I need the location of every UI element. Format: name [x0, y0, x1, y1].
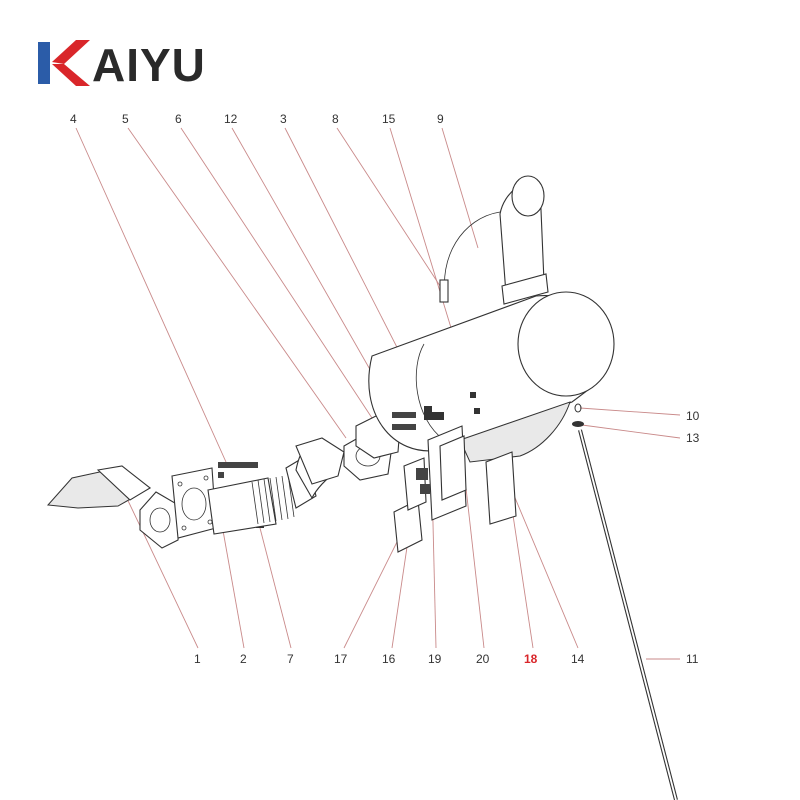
part-brackets — [393, 425, 517, 553]
callout-10: 10 — [686, 409, 700, 423]
logo-k-mark — [38, 40, 90, 86]
callout-14: 14 — [571, 652, 585, 666]
logo-wordmark: AIYU — [92, 39, 206, 91]
callout-3: 3 — [280, 112, 287, 126]
callout-20: 20 — [476, 652, 490, 666]
callout-1: 1 — [194, 652, 201, 666]
brand-logo: AIYU — [38, 39, 206, 91]
callout-13: 13 — [686, 431, 700, 445]
part-flex-pipe — [207, 455, 317, 535]
part-inlet-spout — [46, 465, 151, 509]
part-rod — [578, 429, 678, 800]
callout-18-highlighted: 18 — [524, 652, 538, 666]
callout-8: 8 — [332, 112, 339, 126]
part-tail-pipe — [499, 175, 549, 305]
part-gasket — [139, 491, 181, 549]
callout-16: 16 — [382, 652, 396, 666]
callout-15: 15 — [382, 112, 396, 126]
callout-4: 4 — [70, 112, 77, 126]
part-elbow-pipe — [295, 437, 345, 500]
part-inlet-flange — [343, 413, 401, 481]
part-clamp-bolts — [392, 392, 480, 430]
callout-2: 2 — [240, 652, 247, 666]
callout-9: 9 — [437, 112, 444, 126]
callout-6: 6 — [175, 112, 182, 126]
part-muffler — [368, 291, 615, 463]
callout-19: 19 — [428, 652, 442, 666]
callout-12: 12 — [224, 112, 238, 126]
callout-17: 17 — [334, 652, 348, 666]
callout-11: 11 — [686, 652, 699, 666]
part-strap — [439, 211, 501, 303]
parts-drawing — [46, 175, 678, 800]
callout-7: 7 — [287, 652, 294, 666]
callout-5: 5 — [122, 112, 129, 126]
callout-numbers: 4 5 6 12 3 8 15 9 10 13 1 2 7 17 16 19 2… — [70, 112, 700, 666]
leader-lines — [75, 127, 681, 660]
part-rings — [572, 403, 584, 427]
